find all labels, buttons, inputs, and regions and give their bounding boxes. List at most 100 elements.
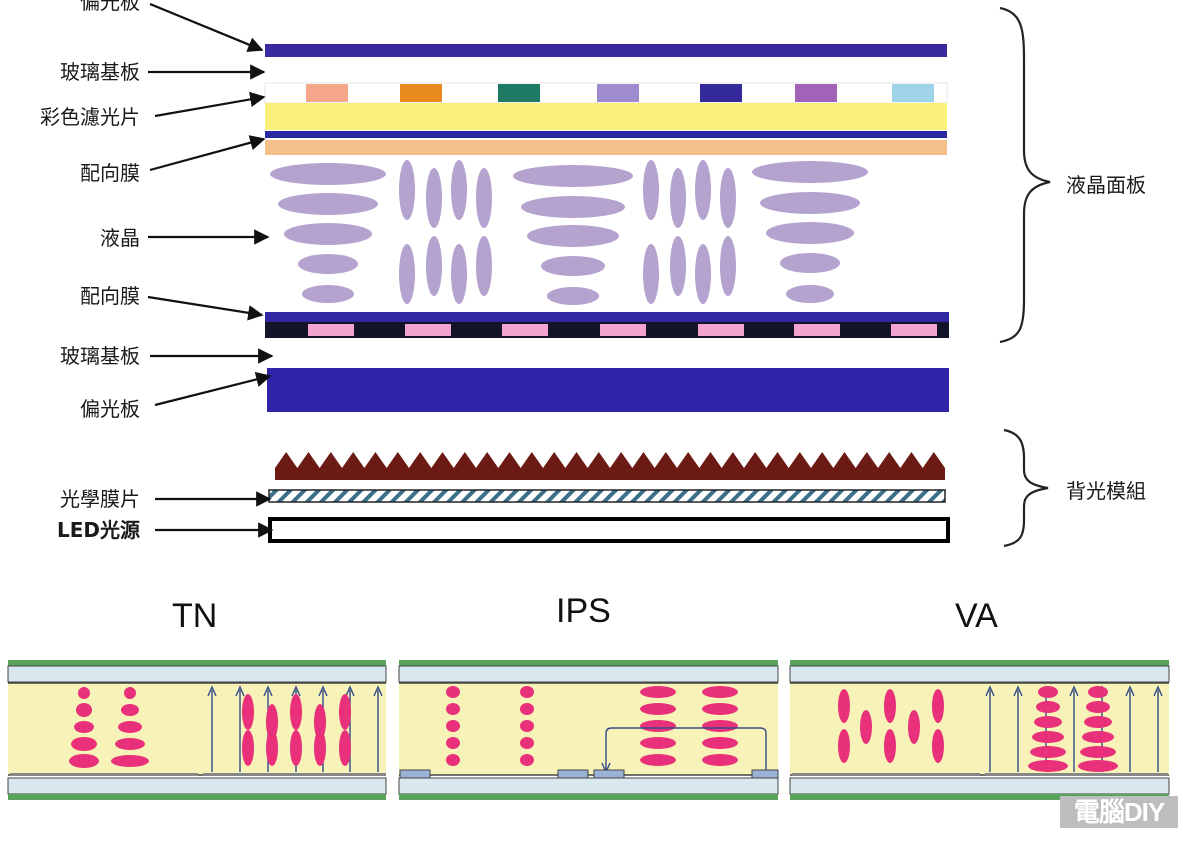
electrode bbox=[985, 773, 1168, 776]
lc-molecule bbox=[640, 737, 676, 749]
pixel-electrode bbox=[891, 324, 937, 336]
lc-molecule bbox=[1086, 701, 1110, 713]
lc-molecule bbox=[1038, 686, 1058, 698]
lc-molecule bbox=[702, 686, 738, 698]
lc-molecule bbox=[270, 163, 386, 185]
polarizer-bottom-layer bbox=[267, 368, 949, 412]
color-filter-swatch bbox=[597, 84, 639, 102]
field-arrowhead bbox=[985, 685, 995, 697]
panel-lc-cell bbox=[790, 683, 1169, 775]
label-polarizer-bottom: 偏光板 bbox=[80, 397, 140, 421]
led-source-layer bbox=[268, 517, 950, 543]
lc-molecule bbox=[640, 686, 676, 698]
label-glass-bottom: 玻璃基板 bbox=[60, 344, 140, 368]
brace-backlight bbox=[1003, 428, 1049, 548]
field-arrowhead bbox=[291, 685, 301, 697]
lc-molecule bbox=[1036, 701, 1060, 713]
panel-bottom-border bbox=[790, 794, 1169, 800]
lc-molecule bbox=[266, 730, 278, 766]
lc-molecule bbox=[399, 160, 415, 220]
lc-molecule bbox=[695, 160, 711, 220]
lc-molecule bbox=[520, 737, 534, 749]
lc-molecule bbox=[399, 244, 415, 304]
mode-title-va: VA bbox=[955, 597, 998, 635]
polarizer-top-layer bbox=[265, 44, 947, 57]
label-glass-top: 玻璃基板 bbox=[60, 60, 140, 84]
lc-molecule bbox=[643, 244, 659, 304]
lc-molecule bbox=[547, 287, 599, 305]
watermark-logo: 電腦DIY bbox=[1060, 796, 1178, 828]
brace-lcd-panel bbox=[999, 6, 1051, 344]
arrow-polarizer-top bbox=[149, 2, 264, 52]
lc-molecule bbox=[884, 689, 896, 723]
panel-top-glass bbox=[398, 665, 779, 683]
lc-molecule bbox=[780, 253, 840, 273]
liquid-crystal-molecules bbox=[270, 160, 868, 305]
field-arrowhead bbox=[207, 685, 217, 697]
label-alignment-top: 配向膜 bbox=[80, 161, 140, 185]
label-liquid-crystal: 液晶 bbox=[100, 226, 140, 250]
lc-molecule bbox=[426, 236, 442, 296]
panel-top-glass bbox=[789, 665, 1170, 683]
lc-molecule bbox=[446, 737, 460, 749]
lc-molecule bbox=[121, 704, 139, 716]
lc-molecule bbox=[426, 168, 442, 228]
color-filter-swatch bbox=[700, 84, 742, 102]
field-arrowhead bbox=[1013, 685, 1023, 697]
lc-molecule bbox=[520, 686, 534, 698]
lc-molecule bbox=[1078, 760, 1118, 772]
lc-molecule bbox=[69, 754, 99, 768]
lc-molecule bbox=[670, 236, 686, 296]
arrow-alignment-bottom bbox=[147, 295, 264, 321]
lc-molecule bbox=[1082, 731, 1114, 743]
panel-top-glass bbox=[7, 665, 387, 683]
lc-molecule bbox=[314, 730, 326, 766]
panel-bottom-glass bbox=[398, 777, 779, 795]
lc-molecule bbox=[695, 244, 711, 304]
panel-bottom-border bbox=[399, 794, 778, 800]
label-led-source: LED光源 bbox=[56, 518, 140, 542]
pixel-electrode bbox=[308, 324, 354, 336]
lc-molecule bbox=[640, 720, 676, 732]
pixel-electrode bbox=[502, 324, 548, 336]
lc-molecule bbox=[521, 196, 625, 218]
filter-yellow-band bbox=[265, 103, 947, 130]
lc-molecule bbox=[451, 160, 467, 220]
field-arrowhead bbox=[318, 685, 328, 697]
field-arrowhead bbox=[235, 685, 245, 697]
color-filter-layer bbox=[264, 82, 948, 104]
lc-molecule bbox=[702, 754, 738, 766]
lc-molecule bbox=[513, 165, 633, 187]
electrode bbox=[557, 769, 589, 779]
electrode bbox=[751, 769, 779, 779]
panel-bottom-glass bbox=[7, 777, 387, 795]
lc-molecule bbox=[290, 694, 302, 730]
electrode bbox=[792, 773, 980, 776]
lc-molecule bbox=[860, 710, 872, 744]
field-arrowhead bbox=[1153, 685, 1163, 697]
lc-molecule bbox=[932, 689, 944, 723]
lc-molecule bbox=[670, 168, 686, 228]
field-line bbox=[605, 727, 767, 771]
lc-molecule bbox=[446, 703, 460, 715]
panel-top-border bbox=[790, 660, 1169, 666]
lc-molecule bbox=[702, 720, 738, 732]
panel-bottom-glass bbox=[789, 777, 1170, 795]
lc-molecule bbox=[290, 730, 302, 766]
mode-panel-va bbox=[789, 660, 1170, 800]
lc-molecule bbox=[74, 721, 94, 733]
field-arrowhead bbox=[345, 685, 355, 697]
lc-molecule bbox=[339, 730, 351, 766]
lc-molecule bbox=[702, 737, 738, 749]
field-arrowhead bbox=[373, 685, 383, 697]
lc-molecule bbox=[702, 703, 738, 715]
label-color-filter: 彩色濾光片 bbox=[40, 105, 140, 129]
lc-molecule bbox=[314, 704, 326, 740]
lc-molecule bbox=[520, 720, 534, 732]
lc-molecule bbox=[476, 168, 492, 228]
lc-molecule bbox=[78, 687, 90, 699]
lc-molecule bbox=[446, 720, 460, 732]
electrode bbox=[10, 773, 198, 776]
